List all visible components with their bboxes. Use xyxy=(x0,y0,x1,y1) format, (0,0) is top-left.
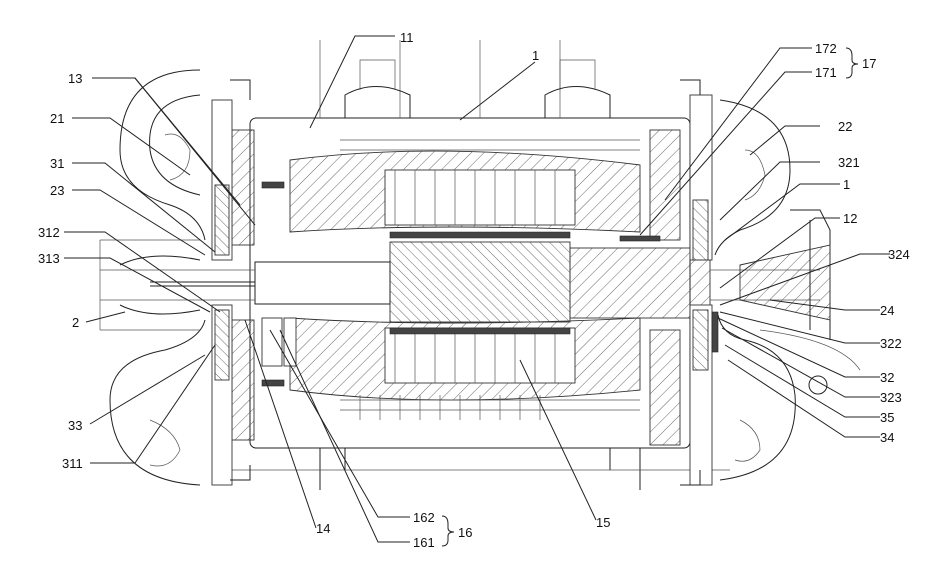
label-323: 323 xyxy=(880,390,902,405)
label-313: 313 xyxy=(38,251,60,266)
label-24: 24 xyxy=(880,303,894,318)
label-12: 12 xyxy=(843,211,857,226)
label-322: 322 xyxy=(880,336,902,351)
label-32: 32 xyxy=(880,370,894,385)
label-2: 2 xyxy=(72,315,79,330)
label-16: 16 xyxy=(458,525,472,540)
label-35: 35 xyxy=(880,410,894,425)
label-13: 13 xyxy=(68,71,82,86)
label-321: 321 xyxy=(838,155,860,170)
label-1-top: 1 xyxy=(532,48,539,63)
label-324: 324 xyxy=(888,247,910,262)
label-312: 312 xyxy=(38,225,60,240)
brace-16 xyxy=(442,516,454,546)
label-172: 172 xyxy=(815,41,837,56)
label-31: 31 xyxy=(50,156,64,171)
label-34: 34 xyxy=(880,430,894,445)
label-23: 23 xyxy=(50,183,64,198)
label-311: 311 xyxy=(62,456,83,471)
label-22: 22 xyxy=(838,119,852,134)
label-33: 33 xyxy=(68,418,82,433)
left-compressor xyxy=(100,70,205,485)
label-171: 171 xyxy=(815,65,837,80)
label-21: 21 xyxy=(50,111,64,126)
brace-17 xyxy=(846,48,858,78)
label-14: 14 xyxy=(316,521,330,536)
label-11: 11 xyxy=(400,30,414,45)
label-1-right: 1 xyxy=(843,177,850,192)
label-162: 162 xyxy=(413,510,435,525)
label-17: 17 xyxy=(862,56,876,71)
label-161: 161 xyxy=(413,535,435,550)
label-15: 15 xyxy=(596,515,610,530)
